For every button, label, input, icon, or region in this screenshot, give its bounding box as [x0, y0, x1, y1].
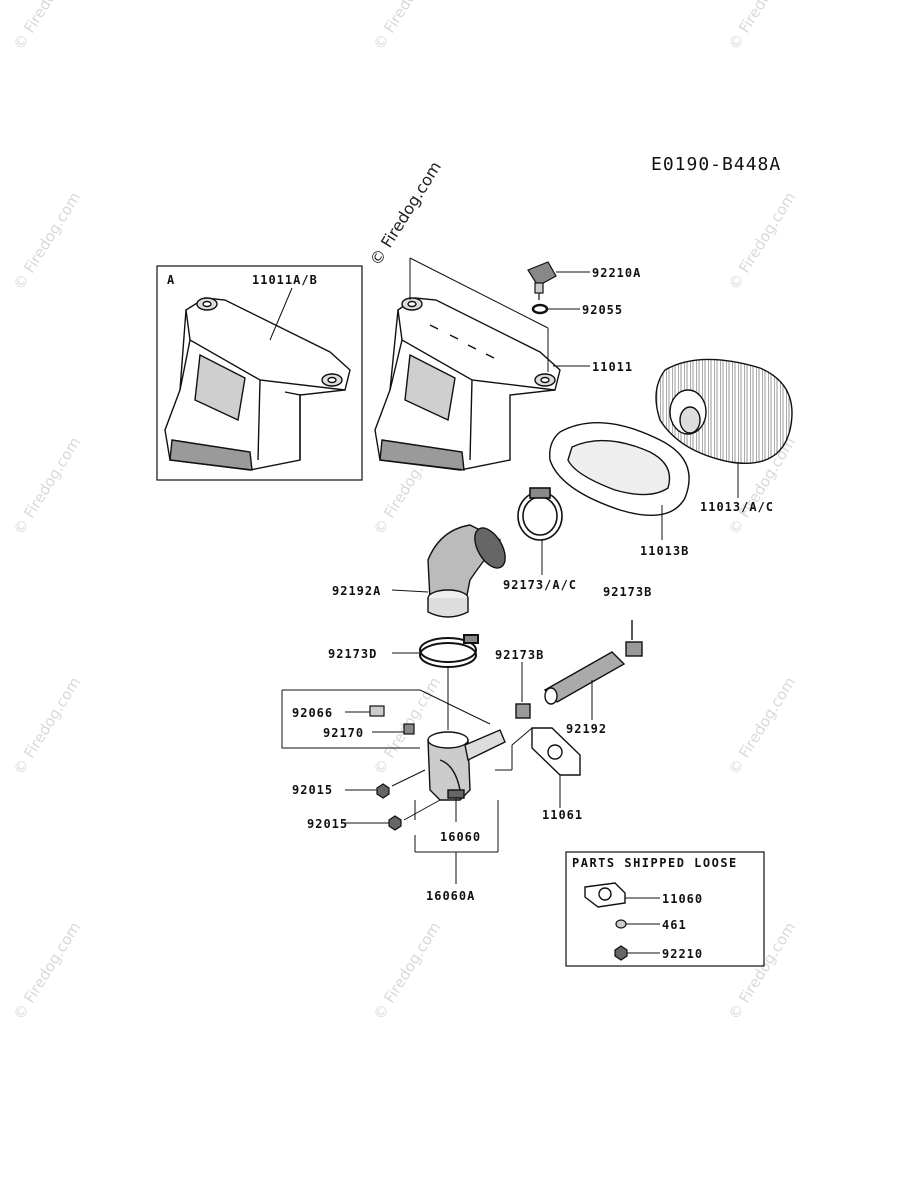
- inset-a-frame: [156, 265, 363, 481]
- loose-part-label-92210: 92210: [662, 947, 704, 961]
- part-label-92170: 92170: [323, 726, 365, 740]
- filter-element-drawing: [655, 358, 793, 464]
- part-label-92173b-mid: 92173B: [495, 648, 545, 662]
- part-label-92192: 92192: [566, 722, 608, 736]
- part-label-92015-a: 92015: [292, 783, 334, 797]
- part-label-92015-b: 92015: [307, 817, 349, 831]
- part-label-16060: 16060: [440, 830, 482, 844]
- fitting-92170-drawing: [403, 723, 415, 735]
- gasket-drawing: [531, 727, 581, 776]
- part-label-92055: 92055: [582, 303, 624, 317]
- diagram-code: E0190-B448A: [651, 154, 782, 175]
- clamp-92173b-mid-drawing: [515, 703, 531, 719]
- nut-92015-a-drawing: [376, 783, 390, 799]
- hose-clamp-drawing: [517, 487, 563, 541]
- leader-line: [269, 287, 293, 341]
- clamp-92173b-top-drawing: [625, 620, 643, 657]
- part-label-92173b-top: 92173B: [603, 585, 653, 599]
- loose-part-label-11060: 11060: [662, 892, 704, 906]
- intake-pipe-drawing: [427, 729, 506, 801]
- elbow-hose-drawing: [427, 524, 506, 618]
- housing-cover-drawing: [374, 297, 561, 471]
- bolt-92066-drawing: [369, 705, 385, 717]
- inset-cover-drawing: [164, 297, 351, 471]
- parts-loose-title: PARTS SHIPPED LOOSE: [572, 856, 738, 870]
- clamp-92173d-drawing: [419, 634, 479, 668]
- part-label-92192a: 92192A: [332, 584, 382, 598]
- part-label-11011: 11011: [592, 360, 634, 374]
- nut-92015-b-drawing: [388, 815, 402, 831]
- inset-marker: A: [167, 273, 176, 287]
- washer-drawing: [615, 919, 627, 929]
- part-label-92173ac: 92173/A/C: [503, 578, 578, 592]
- pre-cleaner-drawing: [549, 422, 690, 517]
- o-ring-drawing: [531, 303, 549, 315]
- parts-loose-frame: [565, 851, 765, 967]
- part-label-11013ac: 11013/A/C: [700, 500, 775, 514]
- part-label-92210a: 92210A: [592, 266, 642, 280]
- part-label-92066: 92066: [292, 706, 334, 720]
- part-label-11013b: 11013B: [640, 544, 690, 558]
- wing-knob-drawing: [527, 261, 557, 300]
- part-label-92173d: 92173D: [328, 647, 378, 661]
- part-label-11011ab: 11011A/B: [252, 273, 318, 287]
- part-label-11061: 11061: [542, 808, 584, 822]
- tube-drawing: [543, 651, 626, 705]
- part-label-16060a: 16060A: [426, 889, 476, 903]
- loose-part-label-461: 461: [662, 918, 687, 932]
- nut-92210-drawing: [614, 945, 628, 961]
- loose-gasket-drawing: [584, 882, 626, 908]
